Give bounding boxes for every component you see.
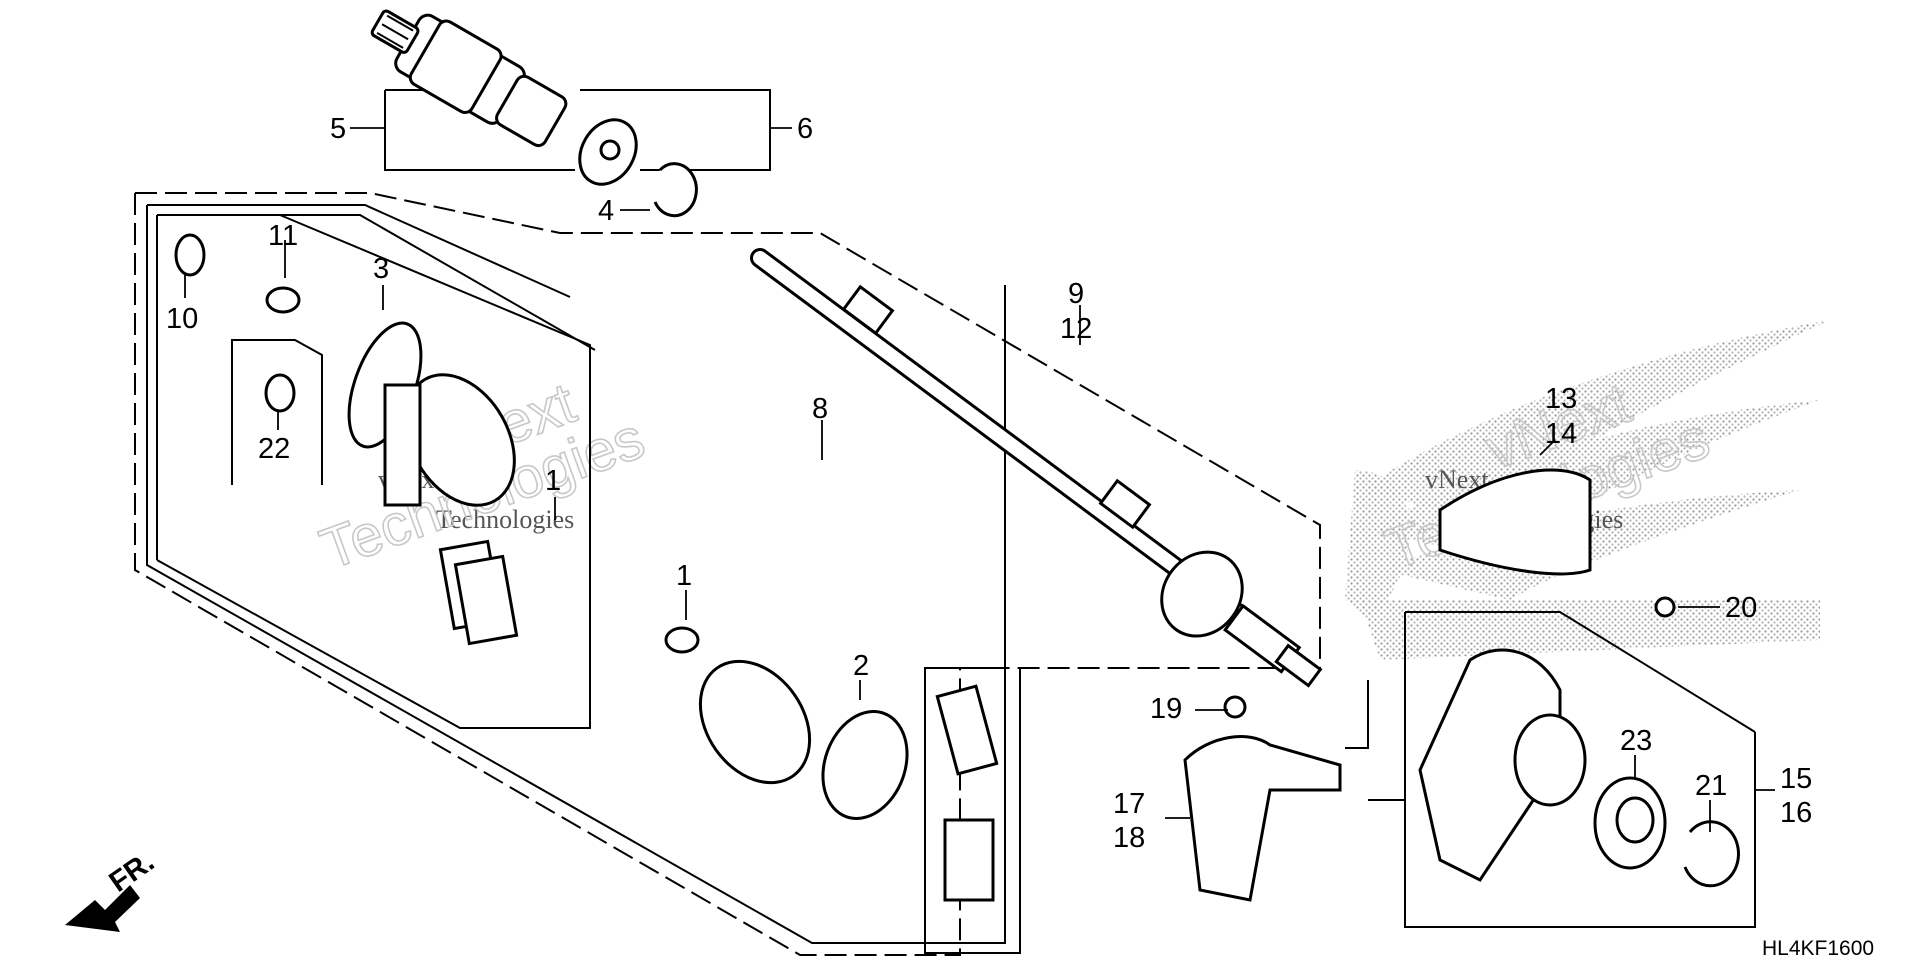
callout-labels: 5 6 4 9 12 8 1 2 3 1 11 10 22 13 14 20 1… <box>166 113 1812 854</box>
callout-3: 3 <box>373 253 389 285</box>
callout-22: 22 <box>258 433 290 465</box>
knuckle-assembly <box>1183 468 1740 902</box>
callout-23: 23 <box>1620 725 1652 757</box>
snap-ring-4 <box>653 162 698 218</box>
callout-11: 11 <box>268 220 298 252</box>
tripod-bearing <box>578 118 638 186</box>
callout-5: 5 <box>330 113 346 145</box>
drive-shaft <box>750 248 1323 688</box>
callout-17: 17 <box>1113 788 1145 820</box>
callout-4: 4 <box>598 195 614 227</box>
callout-21: 21 <box>1695 770 1727 802</box>
inner-joint-housing <box>370 9 568 148</box>
callout-8: 8 <box>812 393 828 425</box>
callout-15: 15 <box>1780 763 1812 795</box>
watermark-text: Technologies <box>436 505 574 534</box>
front-arrow-icon <box>65 885 140 932</box>
boot-kit-right <box>664 626 999 902</box>
front-marker-label: FR. <box>104 846 161 899</box>
callout-6: 6 <box>797 113 813 145</box>
callout-12: 12 <box>1060 313 1092 345</box>
callout-9: 9 <box>1068 278 1084 310</box>
callout-10: 10 <box>166 303 198 335</box>
callout-19: 19 <box>1150 693 1182 725</box>
callout-18: 18 <box>1113 822 1145 854</box>
boot-kit-left <box>174 233 519 646</box>
callout-14: 14 <box>1545 418 1577 450</box>
callout-1-left: 1 <box>545 465 561 497</box>
callout-16: 16 <box>1780 797 1812 829</box>
callout-20: 20 <box>1725 592 1757 624</box>
callout-2: 2 <box>853 650 869 682</box>
callout-1-right: 1 <box>676 560 692 592</box>
group-brackets <box>134 89 1756 956</box>
leader-lines <box>184 127 1775 832</box>
drawing-code: HL4KF1600 <box>1762 937 1874 960</box>
callout-13: 13 <box>1545 383 1577 415</box>
